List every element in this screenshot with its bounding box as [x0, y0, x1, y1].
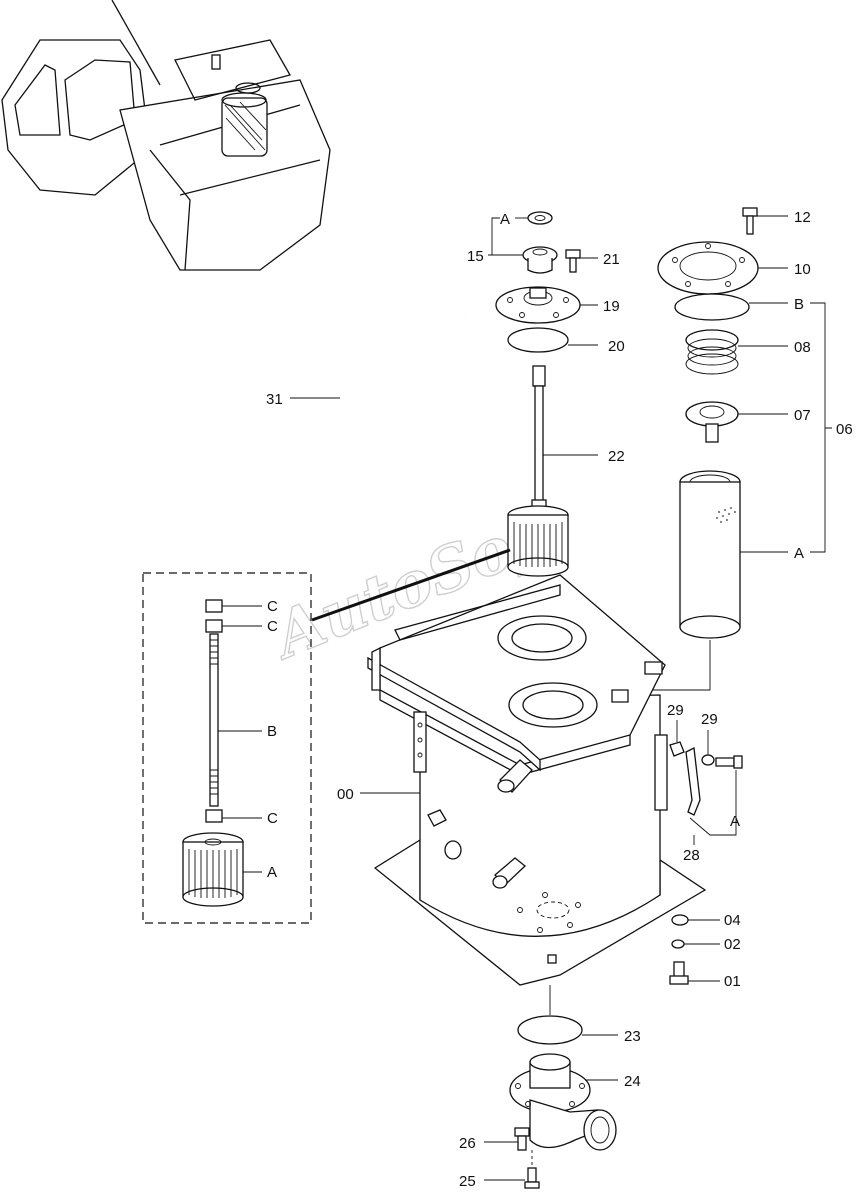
- hydraulic-tank: [360, 574, 707, 986]
- drain-fasteners: [669, 914, 720, 985]
- label-31: 31: [266, 391, 283, 408]
- inset-label-b: B: [267, 723, 277, 740]
- label-01: 01: [724, 973, 741, 990]
- ref-a-label-right: A: [794, 545, 804, 562]
- bracket-parts: [669, 720, 743, 845]
- label-29-left: 29: [667, 702, 684, 719]
- label-04: 04: [724, 912, 741, 929]
- label-21: 21: [603, 251, 620, 268]
- excavator-thumbnail: [1, 0, 331, 271]
- label-22: 22: [608, 448, 625, 465]
- ref-a-label-bracket: A: [730, 813, 740, 830]
- inset-label-a: A: [267, 864, 277, 881]
- label-19: 19: [603, 298, 620, 315]
- label-25: 25: [459, 1173, 476, 1190]
- strainer-inset: [142, 548, 511, 924]
- ref-a-label-top: A: [500, 211, 510, 228]
- label-15: 15: [467, 248, 484, 265]
- label-23: 23: [624, 1028, 641, 1045]
- label-07: 07: [794, 407, 811, 424]
- return-filter-assembly: [620, 207, 832, 691]
- label-26: 26: [459, 1135, 476, 1152]
- label-20: 20: [608, 338, 625, 355]
- label-10: 10: [794, 261, 811, 278]
- label-00: 00: [337, 786, 354, 803]
- suction-assembly: [484, 985, 618, 1189]
- label-02: 02: [724, 936, 741, 953]
- label-06: 06: [836, 421, 853, 438]
- label-12: 12: [794, 209, 811, 226]
- inset-label-c1: C: [267, 598, 278, 615]
- inset-label-c3: C: [267, 810, 278, 827]
- label-08: 08: [794, 339, 811, 356]
- label-29-right: 29: [701, 711, 718, 728]
- breather-cap-assembly: [488, 211, 598, 720]
- label-24: 24: [624, 1073, 641, 1090]
- inset-label-c2: C: [267, 618, 278, 635]
- part-labels: A 15 21 19 20 31 22 12 10 B 08 07 06 A C…: [266, 209, 853, 1190]
- hose-31: [290, 313, 467, 540]
- ref-b-label-right: B: [794, 296, 804, 313]
- label-28: 28: [683, 847, 700, 864]
